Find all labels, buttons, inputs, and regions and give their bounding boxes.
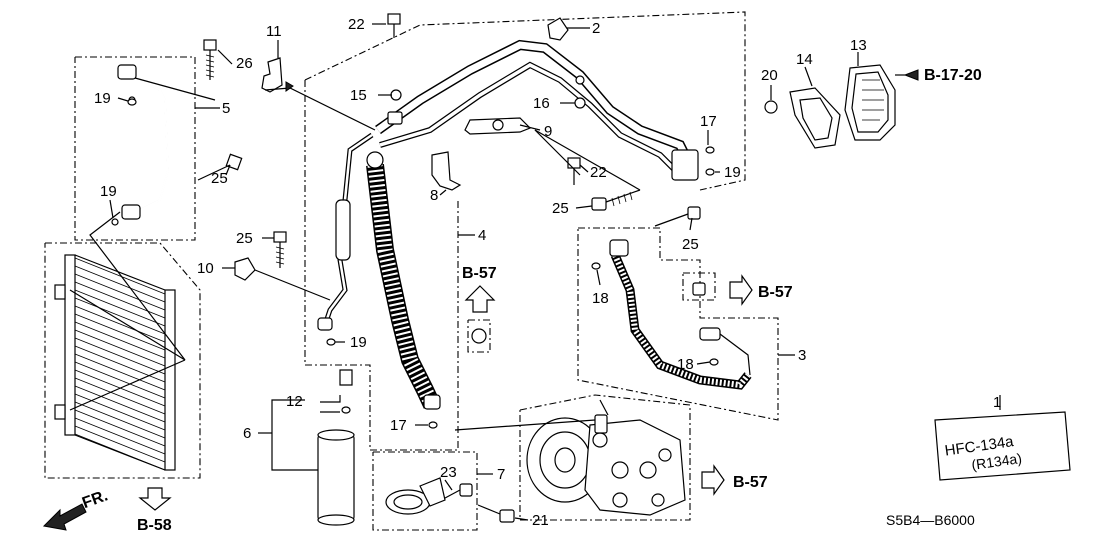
down-arrow-icon [138, 487, 172, 511]
ref-b1720: B-17-20 [924, 67, 982, 84]
callout-19c: 19 [350, 334, 367, 351]
ref-b57a: B-57 [462, 265, 497, 282]
callout-4: 4 [478, 227, 486, 244]
callout-23: 23 [440, 464, 457, 481]
right-arrow-icon [729, 274, 753, 306]
label-plate-line2: (R134a) [970, 450, 1022, 473]
main-pipes [317, 39, 699, 331]
callout-7: 7 [497, 466, 505, 483]
callout-25b: 25 [236, 230, 253, 247]
callout-17b: 17 [390, 417, 407, 434]
callout-19b: 19 [724, 164, 741, 181]
ref-nuts [471, 282, 706, 344]
discharge-hose [609, 239, 752, 390]
callout-2: 2 [592, 20, 600, 37]
group-outlines [44, 11, 779, 531]
ref-b58: B-58 [137, 517, 172, 534]
callout-16: 16 [533, 95, 550, 112]
callout-22a: 22 [348, 16, 365, 33]
callout-19d: 19 [100, 183, 117, 200]
bolts [197, 13, 701, 523]
callout-10: 10 [197, 260, 214, 277]
condenser [54, 254, 186, 471]
callout-26: 26 [236, 55, 253, 72]
callout-3: 3 [798, 347, 806, 364]
callout-8: 8 [430, 187, 438, 204]
evaporator-seals [764, 64, 896, 149]
leader-lines [109, 23, 1001, 521]
callout-17a: 17 [700, 113, 717, 130]
drier-bracket [385, 477, 446, 515]
callout-6: 6 [243, 425, 251, 442]
front-label: FR. [80, 487, 110, 512]
callout-25a: 25 [211, 170, 228, 187]
callout-14: 14 [796, 51, 813, 68]
callout-19a: 19 [94, 90, 111, 107]
callout-18a: 18 [592, 290, 609, 307]
front-arrow-icon [42, 503, 87, 531]
diagram-code: S5B4—B6000 [886, 512, 975, 528]
callout-25c: 25 [552, 200, 569, 217]
label-plate: HFC-134a (R134a) [934, 411, 1071, 481]
section-references: B-17-20 B-57 B-57 B-57 B-58 [137, 67, 982, 534]
callout-12: 12 [286, 393, 303, 410]
callout-25d: 25 [682, 236, 699, 253]
callout-1: 1 [993, 394, 1001, 411]
callout-13: 13 [850, 37, 867, 54]
callout-21: 21 [532, 512, 549, 529]
callout-15: 15 [350, 87, 367, 104]
callout-11: 11 [266, 23, 282, 40]
compressor [454, 399, 686, 516]
arrow-b1720 [903, 69, 919, 81]
receiver-drier [317, 369, 355, 526]
callout-9: 9 [544, 123, 552, 140]
callouts: 1 2 3 4 5 6 7 8 9 10 11 12 13 14 15 16 1… [94, 16, 1001, 529]
front-indicator: FR. [42, 487, 110, 531]
ref-b57b: B-57 [758, 284, 793, 301]
ref-b57c: B-57 [733, 474, 768, 491]
callout-18b: 18 [677, 356, 694, 373]
callout-5: 5 [222, 100, 230, 117]
bracket-11 [261, 57, 283, 93]
callout-20: 20 [761, 67, 778, 84]
right-arrow-icon [701, 464, 725, 496]
suction-hose [366, 151, 441, 410]
up-arrow-icon [464, 285, 496, 313]
condenser-pipe [89, 64, 216, 361]
callout-22b: 22 [590, 164, 607, 181]
